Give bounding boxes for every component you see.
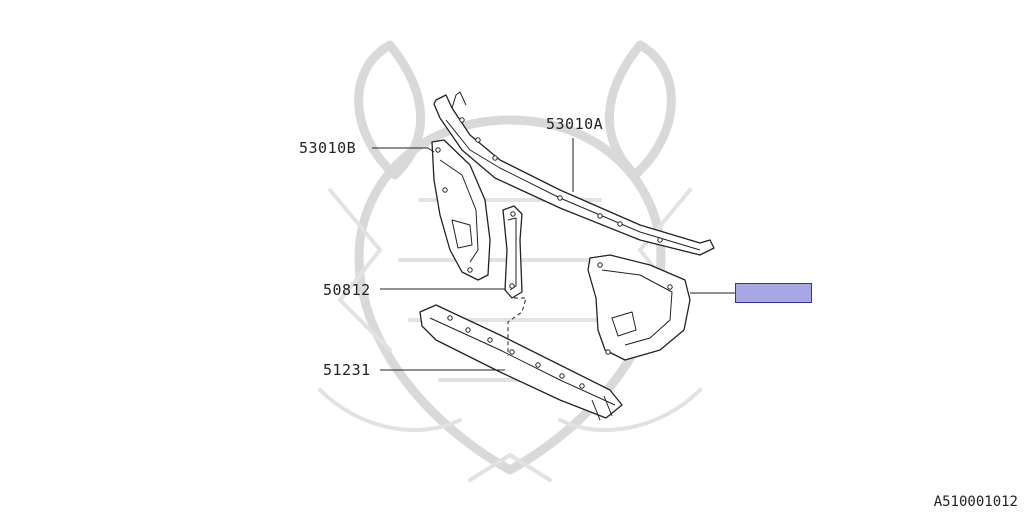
callout-50812: 50812 (323, 281, 371, 299)
part-53010b-side-panel (431, 139, 491, 281)
part-right-side-panel (587, 254, 691, 361)
part-53010a-upper-member (433, 91, 715, 256)
callout-51231: 51231 (323, 361, 371, 379)
leader-lines (372, 138, 735, 371)
part-51231-lower-member (419, 304, 623, 421)
callout-53010b: 53010B (299, 139, 357, 157)
highlighted-part-callout-box[interactable] (735, 283, 812, 303)
assembly-dashed-line (507, 297, 527, 356)
part-50812-center-stay (502, 205, 523, 299)
callout-53010a: 53010A (546, 115, 604, 133)
figure-code: A510001012 (933, 494, 1018, 510)
